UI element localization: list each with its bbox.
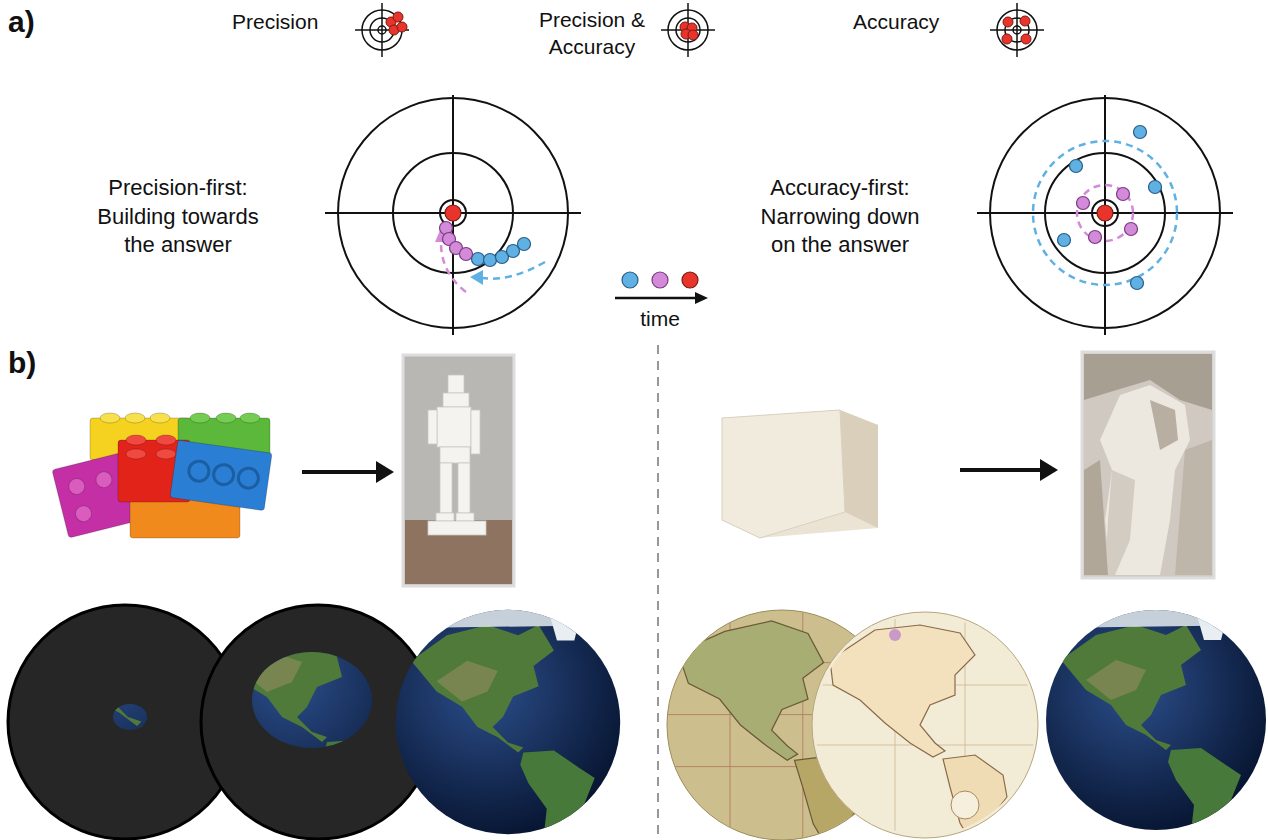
strategy-label: Accuracy-first: Narrowing down on the an… xyxy=(752,174,928,260)
historic-maps xyxy=(667,610,1266,840)
accuracy-target xyxy=(977,95,1233,335)
legend-label: Precision & Accuracy xyxy=(522,6,662,61)
axis-label: time xyxy=(640,305,680,332)
marble-block xyxy=(722,410,878,538)
small-targets xyxy=(355,3,1044,57)
statue-photo xyxy=(1082,352,1214,578)
lego-statue-photo xyxy=(403,355,514,586)
lego-bricks xyxy=(52,413,272,538)
precision-target xyxy=(325,95,581,335)
legend-label: Precision xyxy=(232,8,318,35)
masked-globes xyxy=(8,600,620,839)
divider xyxy=(657,345,659,840)
accuracy-dots xyxy=(1058,126,1162,290)
strategy-label: Precision-first: Building towards the an… xyxy=(85,174,271,260)
time-arrow xyxy=(615,272,708,304)
panel-label: b) xyxy=(8,343,36,382)
legend-label: Accuracy xyxy=(853,8,939,35)
accuracy-rings xyxy=(1033,141,1177,285)
panel-label: a) xyxy=(8,2,35,41)
precision-dots xyxy=(440,205,531,267)
